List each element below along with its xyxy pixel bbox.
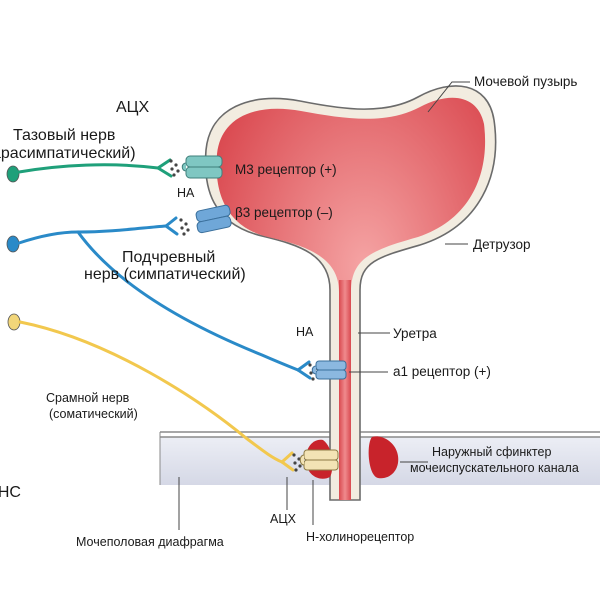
- na-label-lower: НА: [296, 325, 314, 339]
- cns-origin-pudendal: [7, 313, 21, 331]
- bladder-label: Мочевой пузырь: [474, 74, 577, 89]
- cns-label: ЦНС: [0, 484, 21, 501]
- ach-label-bottom: АЦХ: [270, 512, 297, 526]
- na-dots-upper: [179, 218, 190, 236]
- n-cholinoreceptor-label: Н-холинорецептор: [306, 530, 414, 544]
- a1-receptor-label: a1 рецептор (+): [393, 364, 491, 379]
- pelvic-nerve-label-line1: Тазовый нерв: [13, 127, 115, 144]
- m3-receptor: [181, 155, 223, 179]
- m3-receptor-label: М3 рецептор (+): [235, 162, 337, 177]
- pudendal-nerve-label-line1: Срамной нерв: [46, 391, 130, 405]
- n-cholinoreceptor: [299, 449, 339, 471]
- hypogastric-nerve-label-line1: Подчревный: [122, 249, 215, 266]
- na-label-upper: НА: [177, 186, 195, 200]
- pudendal-nerve-label-line2: (соматический): [49, 407, 138, 421]
- ach-dots-lower: [292, 453, 302, 472]
- hypogastric-nerve-label-line2: нерв (симпатический): [84, 266, 246, 283]
- pudendal-nerve: [18, 320, 295, 472]
- ach-label-top: АЦХ: [116, 99, 150, 116]
- cns-origin-hypogastric: [6, 235, 20, 253]
- urogenital-diaphragm-label: Мочеполовая диафрагма: [76, 535, 224, 549]
- detrusor-label: Детрузор: [473, 237, 531, 252]
- ach-dots-upper: [169, 159, 180, 177]
- sphincter-label-line1: Наружный сфинктер: [432, 445, 551, 459]
- leader-lines: [178, 81, 470, 530]
- beta3-receptor: [195, 204, 232, 234]
- sphincter-label-line2: мочеиспускательного канала: [410, 461, 579, 475]
- pelvic-nerve: [17, 158, 173, 178]
- pelvic-nerve-label-line2: (парасимпатический): [0, 145, 136, 162]
- a1-receptor: [311, 360, 347, 380]
- beta3-receptor-label: β3 рецептор (–): [235, 205, 333, 220]
- urethra-label: Уретра: [393, 326, 437, 341]
- cns-origin-pelvic: [6, 165, 20, 183]
- hypogastric-nerve: [17, 216, 312, 380]
- urethra: [339, 280, 351, 500]
